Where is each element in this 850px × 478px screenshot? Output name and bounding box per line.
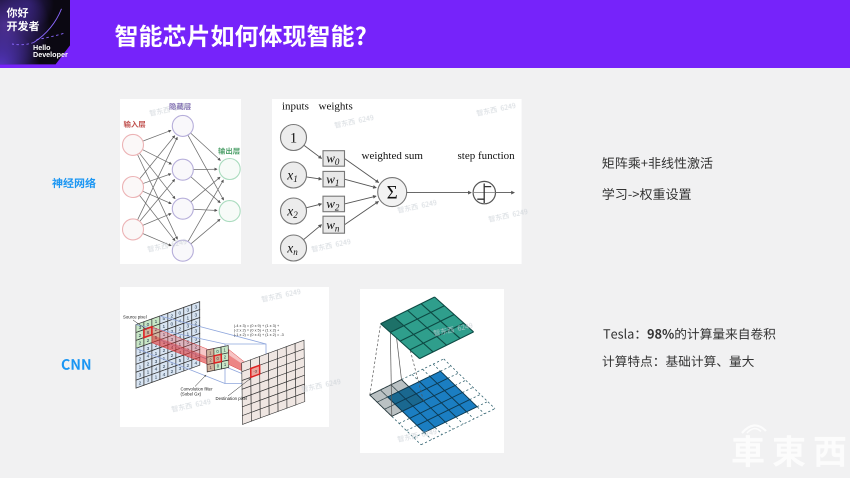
svg-text:2: 2 [186,347,189,353]
svg-text:0: 0 [216,349,219,354]
svg-text:Convolution filter: Convolution filter [181,387,214,392]
svg-text:5: 5 [155,335,158,341]
svg-text:1: 1 [290,131,297,147]
svg-text:2: 2 [155,343,158,349]
svg-text:1: 1 [210,365,213,370]
svg-text:1: 1 [178,342,181,348]
svg-text:8: 8 [147,330,150,336]
svg-text:1: 1 [147,370,150,376]
svg-text:(Sobel Gx): (Sobel Gx) [181,392,202,397]
svg-text:1: 1 [163,356,166,362]
svg-text:2: 2 [139,357,142,363]
svg-text:2: 2 [155,327,158,333]
svg-text:2: 2 [139,380,142,386]
svg-text:2: 2 [186,363,189,369]
svg-text:3: 3 [147,346,150,352]
svg-text:4: 4 [171,345,174,351]
svg-text:5: 5 [186,339,189,345]
svg-text:2: 2 [163,364,166,370]
svg-text:1: 1 [163,332,166,338]
svg-text:3: 3 [186,324,189,330]
svg-text:0: 0 [147,322,150,328]
svg-text:3: 3 [139,325,142,331]
svg-text:weights: weights [319,101,353,113]
svg-text:1: 1 [162,324,165,330]
svg-text:4: 4 [147,354,150,360]
svg-text:step function: step function [458,150,516,162]
svg-text:3: 3 [147,378,150,384]
svg-text:(-2 x 2) = (0 x 5) + (1 x 2) +: (-2 x 2) = (0 x 5) + (1 x 2) + [234,329,280,333]
svg-text:3: 3 [194,305,197,311]
svg-text:0: 0 [217,364,220,369]
svg-text:1: 1 [155,351,158,357]
svg-text:(-1 x 2) = (0 x 4) + (1 x 2): (-1 x 2) = (0 x 4) + (1 x 2) = -3 [234,333,284,337]
svg-text:Source pixel: Source pixel [123,314,147,319]
svg-text:3: 3 [179,366,182,372]
svg-text:(-4 x 3) = (0 x 9) + (1 x 3) +: (-4 x 3) = (0 x 9) + (1 x 3) + [234,324,280,328]
svg-text:0: 0 [170,321,173,327]
svg-text:2: 2 [171,369,174,375]
svg-text:1: 1 [155,375,158,381]
svg-text:1: 1 [155,319,158,325]
svg-text:4: 4 [178,350,181,356]
svg-text:-3: -3 [253,369,257,374]
svg-text:Σ: Σ [387,183,398,204]
svg-text:2: 2 [194,344,197,350]
svg-text:1: 1 [194,352,197,358]
svg-text:1: 1 [209,350,212,355]
svg-text:x1: x1 [286,168,298,185]
svg-text:4: 4 [194,360,197,366]
svg-text:2: 2 [224,355,227,360]
svg-text:2: 2 [209,358,212,363]
svg-text:3: 3 [186,355,189,361]
svg-text:2: 2 [178,326,181,332]
svg-text:2: 2 [139,341,142,347]
svg-text:2: 2 [163,348,166,354]
svg-text:3: 3 [186,308,189,314]
svg-text:0: 0 [178,311,181,317]
svg-text:2: 2 [139,333,142,339]
svg-text:3: 3 [194,313,197,319]
svg-text:1: 1 [139,365,142,371]
svg-text:2: 2 [170,313,173,319]
svg-text:1: 1 [224,347,227,352]
svg-text:4: 4 [163,372,166,378]
svg-text:3: 3 [194,329,197,335]
svg-text:4: 4 [155,367,158,373]
svg-text:1: 1 [163,340,166,346]
svg-text:4: 4 [178,334,181,340]
svg-text:3: 3 [170,337,173,343]
svg-text:1: 1 [171,361,174,367]
svg-text:Destination pixel: Destination pixel [216,396,248,401]
svg-text:2: 2 [171,353,174,359]
svg-text:Developer: Developer [33,50,68,59]
svg-text:Hello: Hello [33,43,51,52]
svg-text:2: 2 [147,338,150,344]
svg-text:1: 1 [186,331,189,337]
svg-text:2: 2 [194,321,197,327]
svg-text:3: 3 [139,373,142,379]
svg-text:0: 0 [217,356,220,361]
svg-text:weighted sum: weighted sum [362,150,424,162]
svg-text:3: 3 [194,337,197,343]
svg-text:inputs: inputs [282,101,309,113]
svg-text:1: 1 [224,362,227,367]
svg-text:1: 1 [139,349,142,355]
svg-text:1: 1 [186,316,189,322]
svg-text:5: 5 [162,316,165,322]
svg-text:2: 2 [147,362,150,368]
svg-text:3: 3 [155,359,158,365]
svg-text:5: 5 [179,358,182,364]
